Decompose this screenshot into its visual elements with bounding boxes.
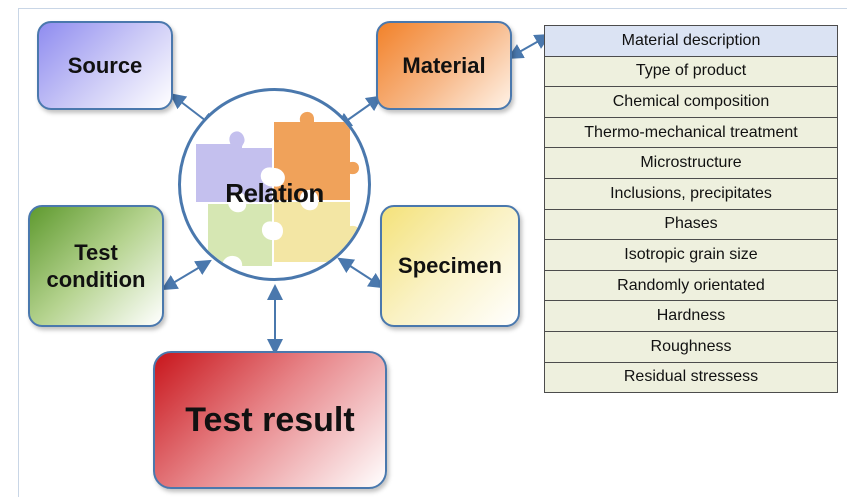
property-row: Thermo-mechanical treatment — [544, 116, 838, 149]
test-condition-label-line1: Test — [74, 239, 118, 265]
relation-label: Relation — [225, 178, 324, 208]
test-result-label: Test result — [185, 400, 355, 439]
property-row: Residual stressess — [544, 361, 838, 394]
property-cell: Material description — [544, 25, 838, 57]
property-cell: Type of product — [544, 55, 838, 88]
relation-circle — [178, 88, 371, 281]
property-row: Inclusions, precipitates — [544, 177, 838, 210]
property-row: Material description — [544, 25, 838, 57]
puzzle-piece-green — [206, 202, 274, 268]
connector-specimen-relation — [337, 257, 385, 289]
property-row: Type of product — [544, 55, 838, 88]
material-label: Material — [402, 52, 486, 78]
property-cell: Hardness — [544, 300, 838, 332]
puzzle-icon — [194, 110, 362, 268]
source-node: Source — [37, 21, 173, 110]
source-label: Source — [67, 52, 143, 78]
property-row: Hardness — [544, 300, 838, 332]
property-cell: Phases — [544, 208, 838, 241]
property-cell: Residual stressess — [544, 361, 838, 394]
test-result-node: Test result — [153, 351, 387, 489]
property-cell: Inclusions, precipitates — [544, 177, 838, 210]
property-cell: Roughness — [544, 330, 838, 363]
property-row: Microstructure — [544, 147, 838, 179]
material-node: Material — [376, 21, 512, 110]
specimen-node: Specimen — [380, 205, 520, 327]
property-cell: Thermo-mechanical treatment — [544, 116, 838, 149]
diagram-frame — [18, 8, 847, 497]
property-row: Randomly orientated — [544, 269, 838, 302]
property-cell: Chemical composition — [544, 86, 838, 118]
property-row: Phases — [544, 208, 838, 241]
property-cell: Randomly orientated — [544, 269, 838, 302]
connector-testcondition-relation — [161, 259, 212, 291]
connector-material-table — [507, 34, 551, 59]
property-row: Roughness — [544, 330, 838, 363]
property-cell: Isotropic grain size — [544, 239, 838, 271]
puzzle-piece-purple — [194, 129, 274, 204]
property-cell: Microstructure — [544, 147, 838, 179]
connector-material-relation — [335, 95, 383, 129]
specimen-label: Specimen — [398, 253, 502, 279]
property-row: Isotropic grain size — [544, 239, 838, 271]
test-condition-label-line2: condition — [46, 267, 146, 292]
property-row: Chemical composition — [544, 86, 838, 118]
test-condition-node: Test condition — [28, 205, 164, 327]
